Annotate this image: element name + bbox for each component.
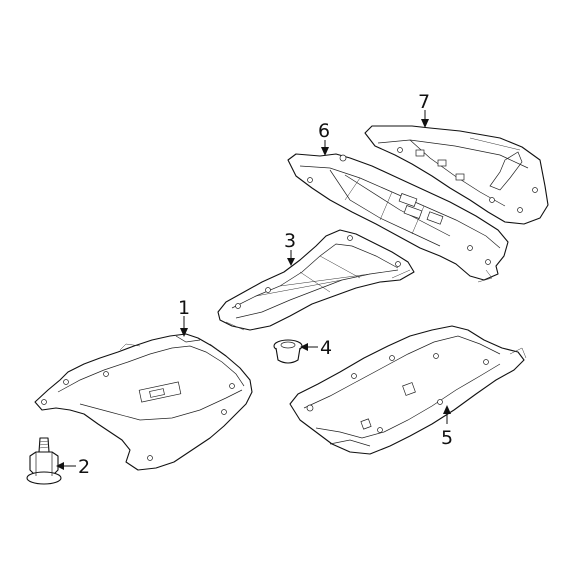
callout-6: 6: [318, 120, 330, 142]
callout-5: 5: [441, 427, 453, 449]
part-6-center-cover: [287, 153, 509, 283]
callout-1: 1: [178, 297, 190, 319]
callout-leaders: [56, 110, 451, 470]
callout-4: 4: [320, 337, 332, 359]
part-1-front-cover: [34, 333, 253, 471]
part-3-tunnel-cover: [217, 229, 415, 331]
part-5-side-cover: [289, 325, 527, 455]
callout-3: 3: [284, 230, 296, 252]
callout-7: 7: [418, 91, 430, 113]
callout-2: 2: [78, 456, 90, 478]
part-4-clip: [273, 339, 303, 364]
part-2-bolt: [26, 437, 62, 485]
part-7-rear-cover: [364, 125, 549, 225]
